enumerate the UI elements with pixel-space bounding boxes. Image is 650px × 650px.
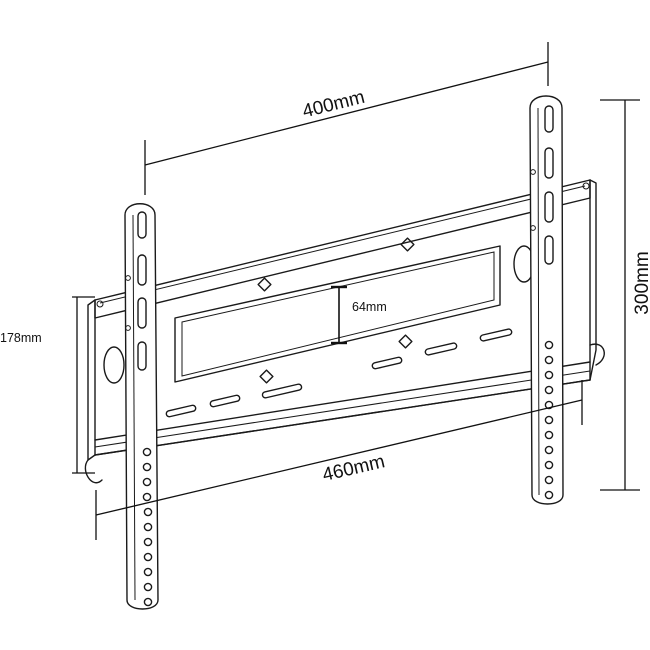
rear-window bbox=[174, 245, 501, 383]
center-gap-label: 64mm bbox=[352, 300, 387, 314]
dimension-lines bbox=[72, 42, 640, 540]
lower-slots bbox=[165, 328, 513, 418]
left-arm-holes bbox=[142, 447, 153, 607]
left-height-label: 178mm bbox=[0, 331, 42, 345]
right-vertical-arm bbox=[529, 95, 564, 505]
wall-plate bbox=[84, 179, 605, 484]
diamond-holes bbox=[257, 237, 415, 384]
bottom-width-label: 460mm bbox=[321, 451, 387, 486]
right-arm-holes bbox=[544, 340, 554, 500]
left-vertical-arm bbox=[124, 203, 159, 610]
right-height-label: 300mm bbox=[632, 251, 650, 314]
